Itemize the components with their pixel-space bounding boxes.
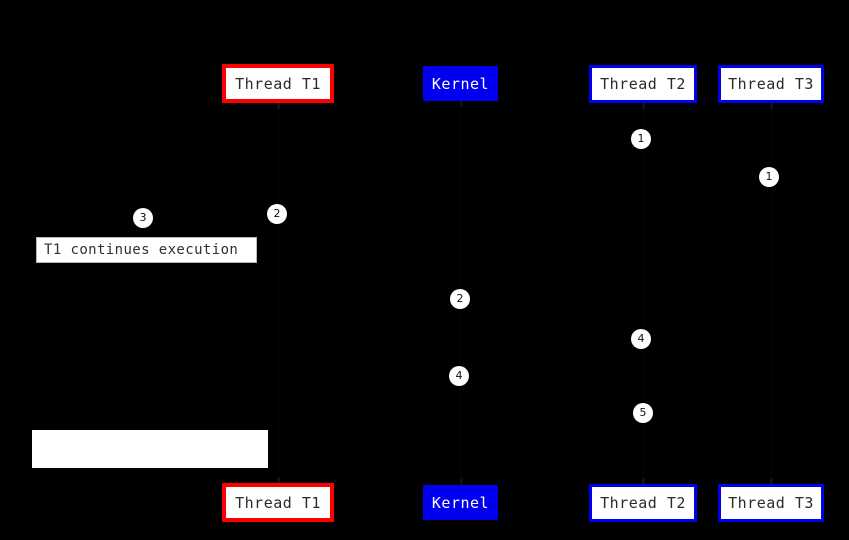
lifeline-nub-t3b — [770, 478, 773, 484]
lifeline-nub-t1b — [277, 477, 280, 483]
step-kernel-4: 4 — [449, 366, 469, 386]
blank-note — [32, 430, 268, 468]
step-t2-5: 5 — [633, 403, 653, 423]
participant-t1b[interactable]: Thread T1 — [222, 483, 334, 522]
lifeline-t2 — [643, 103, 644, 484]
participant-label: Thread T3 — [728, 75, 814, 93]
lifeline-t3 — [771, 103, 772, 484]
participant-t3b[interactable]: Thread T3 — [718, 484, 824, 522]
participant-kernelb[interactable]: Kernel — [423, 485, 498, 520]
participant-t2[interactable]: Thread T2 — [589, 65, 697, 103]
participant-label: Thread T1 — [235, 74, 321, 93]
lifeline-nub-kernelb — [459, 479, 463, 485]
step-t1-3: 3 — [133, 208, 153, 228]
participant-t3[interactable]: Thread T3 — [718, 65, 824, 103]
note-text: T1 continues execution — [44, 242, 239, 258]
step-t2-1: 1 — [631, 129, 651, 149]
lifeline-nub-t2 — [642, 103, 645, 109]
step-t1-2: 2 — [267, 204, 287, 224]
participant-t2b[interactable]: Thread T2 — [589, 484, 697, 522]
lifeline-t1 — [278, 103, 279, 483]
lifeline-nub-kernel — [459, 101, 463, 107]
lifeline-nub-t1 — [277, 103, 280, 109]
participant-label: Kernel — [431, 74, 490, 93]
lifeline-nub-t3 — [770, 103, 773, 109]
participant-kernel[interactable]: Kernel — [423, 66, 498, 101]
step-kernel-2: 2 — [450, 289, 470, 309]
step-t3-1: 1 — [759, 167, 779, 187]
participant-label: Thread T3 — [728, 494, 814, 512]
lifeline-nub-t2b — [642, 478, 645, 484]
step-t2-4: 4 — [631, 329, 651, 349]
participant-label: Thread T2 — [600, 75, 686, 93]
participant-t1[interactable]: Thread T1 — [222, 64, 334, 103]
note-t1-continues: T1 continues execution — [36, 237, 257, 263]
participant-label: Thread T1 — [235, 493, 321, 512]
participant-label: Kernel — [431, 493, 490, 512]
participant-label: Thread T2 — [600, 494, 686, 512]
